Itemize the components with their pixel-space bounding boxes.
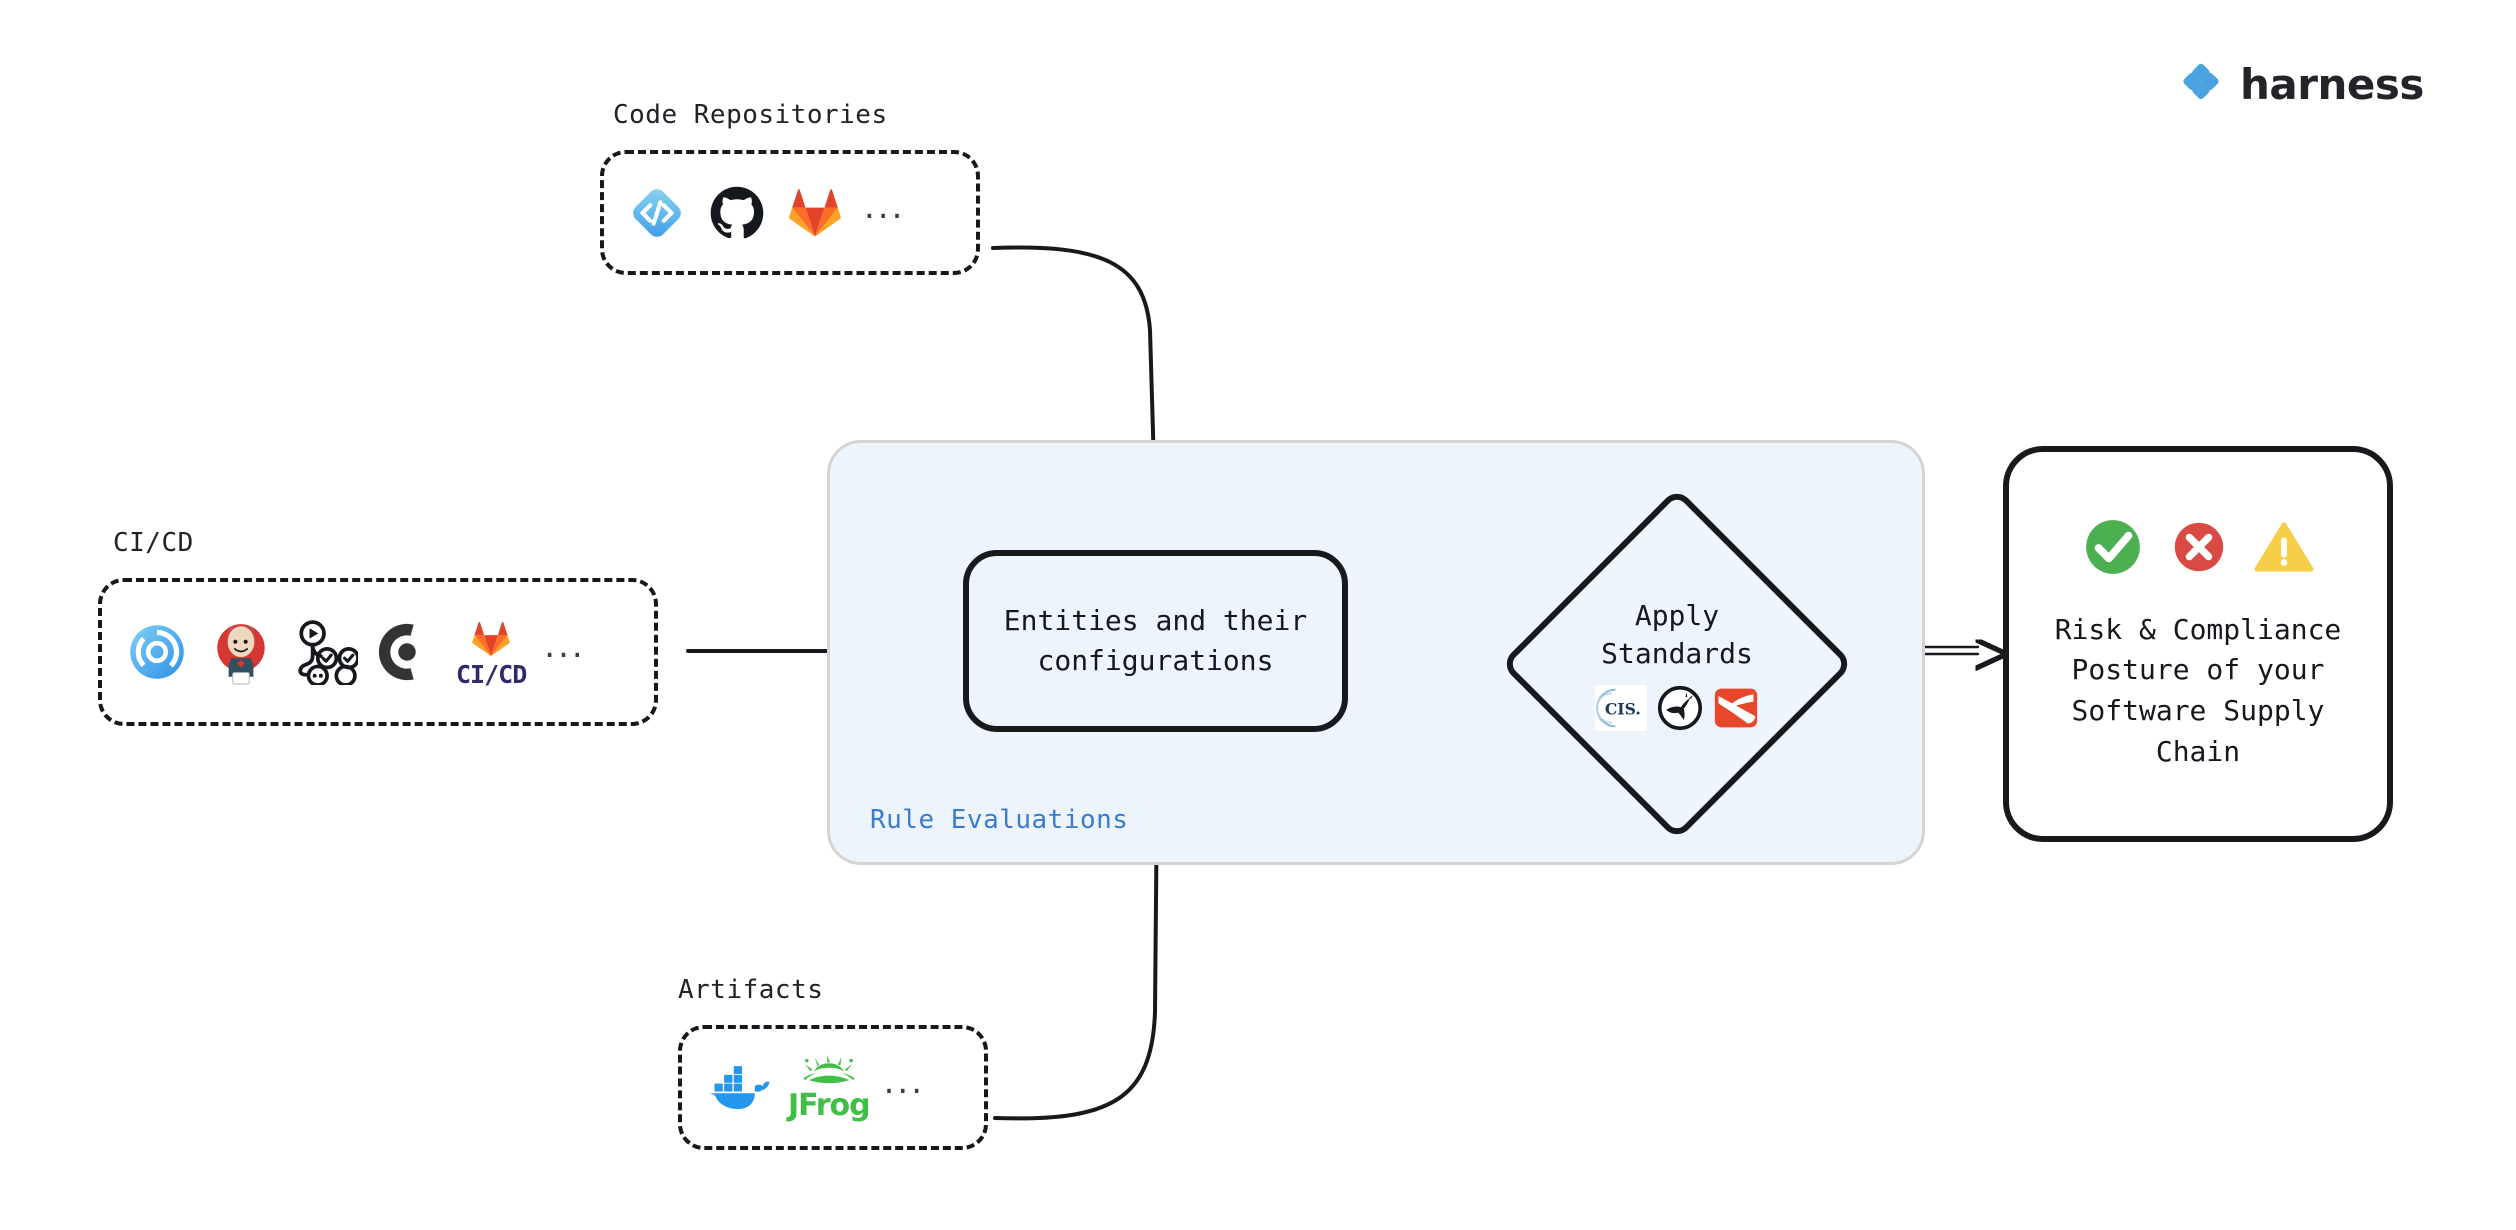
ci-cd-ellipsis: ... bbox=[544, 626, 586, 667]
source-box-code-repositories: ... bbox=[600, 150, 980, 275]
harness-diamond-logo-icon bbox=[2183, 63, 2219, 100]
x-circle-icon bbox=[2174, 522, 2224, 571]
status-icons bbox=[2082, 516, 2314, 578]
code-repositories-ellipsis: ... bbox=[864, 186, 906, 227]
gitlab-cicd-fox-icon bbox=[472, 621, 510, 656]
slsa-icon bbox=[1714, 688, 1758, 728]
docker-icon bbox=[709, 1065, 770, 1109]
github-actions-icon bbox=[298, 620, 358, 685]
check-circle-icon bbox=[2086, 519, 2140, 574]
jfrog-splash-icon bbox=[803, 1054, 855, 1083]
outcome-node[interactable]: Risk & Compliance Posture of your Softwa… bbox=[2003, 446, 2393, 842]
jenkins-icon bbox=[217, 624, 265, 685]
github-icon bbox=[710, 186, 764, 238]
jfrog-icon: JFrog bbox=[788, 1054, 871, 1123]
entities-node-label: Entities and their configurations bbox=[1003, 604, 1308, 677]
group-label-code-repositories: Code Repositories bbox=[613, 100, 888, 130]
source-box-ci-cd: CI/CD ... bbox=[98, 578, 658, 726]
apply-standards-label: Apply Standards bbox=[1601, 599, 1753, 670]
gitlab-cicd-icon: CI/CD bbox=[456, 618, 527, 689]
rule-evaluations-label: Rule Evaluations bbox=[870, 805, 1129, 835]
owasp-icon bbox=[1657, 685, 1703, 730]
circleci-icon bbox=[378, 623, 416, 681]
group-label-ci-cd: CI/CD bbox=[113, 528, 194, 558]
apply-standards-node[interactable]: Apply Standards CIS. bbox=[1497, 484, 1857, 844]
gitlab-cicd-label: CI/CD bbox=[456, 659, 527, 689]
entities-node[interactable]: Entities and their configurations bbox=[963, 550, 1348, 732]
svg-text:CIS.: CIS. bbox=[1605, 699, 1641, 718]
harness-wordmark: harness bbox=[2240, 60, 2424, 109]
warning-triangle-icon bbox=[2254, 522, 2314, 572]
group-label-artifacts: Artifacts bbox=[678, 975, 824, 1005]
artifacts-ellipsis: ... bbox=[883, 1061, 926, 1102]
source-box-artifacts: JFrog ... bbox=[678, 1025, 988, 1150]
jfrog-label: JFrog bbox=[788, 1087, 871, 1123]
gitlab-icon bbox=[789, 188, 841, 237]
harness-code-icon bbox=[633, 188, 681, 237]
harness-logo: harness bbox=[2180, 62, 2424, 108]
harness-ci-icon bbox=[130, 625, 184, 679]
outcome-node-label: Risk & Compliance Posture of your Softwa… bbox=[2054, 612, 2342, 768]
cis-icon: CIS. bbox=[1595, 684, 1647, 731]
